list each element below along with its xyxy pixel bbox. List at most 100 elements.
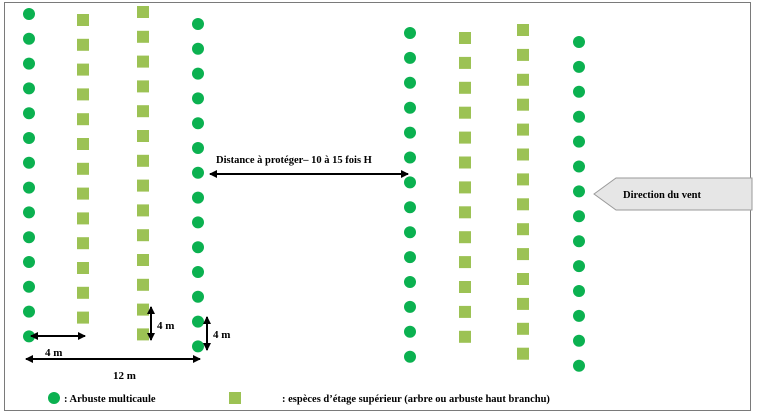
shrub-circle <box>404 226 416 239</box>
shrub-circle <box>192 142 204 154</box>
tree-square <box>517 347 529 360</box>
shrub-circle <box>573 260 585 273</box>
spacing-4m-horizontal-label: 4 m <box>45 347 62 359</box>
tree-square <box>77 63 89 76</box>
tree-square <box>137 229 149 242</box>
tree-square <box>517 123 529 136</box>
legend-square-label: : espèces d’étage supérieur (arbre ou ar… <box>282 394 550 405</box>
shrub-circle <box>23 280 35 293</box>
spacing-4m-vertical-right-label: 4 m <box>213 329 230 341</box>
shrub-circle <box>573 210 585 223</box>
legend-circle-label: : Arbuste multicaule <box>64 394 156 405</box>
shrub-circle <box>192 266 204 278</box>
shrub-circle <box>404 27 416 39</box>
tree-square <box>137 130 149 142</box>
tree-square <box>77 88 89 101</box>
shrub-circle <box>192 290 204 303</box>
tree-square <box>517 223 529 236</box>
shrub-circle <box>23 305 35 318</box>
spacing-12m-label: 12 m <box>113 370 136 382</box>
shrub-circle <box>404 126 416 139</box>
tree-square <box>137 30 149 43</box>
shrub-circle <box>404 350 416 363</box>
tree-square <box>459 156 471 169</box>
tree-square <box>517 48 529 61</box>
tree-square <box>137 328 149 341</box>
tree-square <box>517 198 529 211</box>
tree-square <box>459 131 471 144</box>
shrub-circle <box>192 315 204 328</box>
tree-square <box>77 262 89 274</box>
tree-square <box>77 187 89 200</box>
tree-square <box>77 113 89 126</box>
shrub-circle <box>404 51 416 64</box>
tree-square <box>137 6 149 18</box>
shrub-circle <box>573 135 585 148</box>
shrub-circle <box>192 117 204 130</box>
tree-square <box>77 212 89 225</box>
shrub-circle <box>192 18 204 30</box>
tree-square <box>137 278 149 291</box>
shrub-circle <box>573 60 585 73</box>
spacing-4m-vertical-left-label: 4 m <box>157 320 174 332</box>
shrub-circle <box>573 185 585 198</box>
tree-square <box>517 98 529 111</box>
shrub-circle <box>573 36 585 48</box>
shrub-circle <box>23 32 35 45</box>
shrub-circle <box>573 110 585 123</box>
shrub-circle <box>23 156 35 169</box>
tree-square <box>77 311 89 324</box>
tree-square <box>137 80 149 93</box>
tree-square <box>137 105 149 118</box>
tree-square <box>459 231 471 244</box>
shrub-circle <box>23 132 35 144</box>
tree-square <box>459 281 471 293</box>
shrub-circle <box>404 276 416 288</box>
shrub-circle <box>404 201 416 214</box>
tree-square <box>77 162 89 175</box>
tree-square <box>517 24 529 36</box>
tree-square <box>517 248 529 261</box>
shrub-circle <box>23 256 35 268</box>
legend-square-symbol <box>229 392 241 404</box>
tree-square <box>77 14 89 26</box>
shrub-circle <box>573 285 585 297</box>
tree-square <box>459 181 471 194</box>
tree-square <box>517 322 529 335</box>
tree-square <box>77 38 89 51</box>
shrub-circle <box>23 82 35 95</box>
shrub-circle <box>404 176 416 189</box>
tree-square <box>137 254 149 266</box>
shrub-circle <box>404 251 416 264</box>
tree-square <box>517 148 529 161</box>
shrub-circle <box>192 191 204 204</box>
tree-square <box>517 273 529 285</box>
shrub-circle <box>573 334 585 347</box>
tree-square <box>459 330 471 343</box>
tree-square <box>137 303 149 316</box>
shrub-circle <box>573 235 585 248</box>
shrub-circle <box>192 166 204 179</box>
tree-square <box>459 81 471 94</box>
tree-square <box>517 73 529 86</box>
tree-square <box>517 297 529 310</box>
tree-square <box>517 173 529 186</box>
shrub-circle <box>404 325 416 338</box>
tree-square <box>459 32 471 44</box>
shrub-circle <box>192 340 204 353</box>
wind-direction-label: Direction du vent <box>623 190 701 201</box>
shrub-circle <box>404 101 416 114</box>
tree-square <box>77 138 89 150</box>
shrub-circle <box>404 300 416 313</box>
shrub-circle <box>404 151 416 164</box>
shrub-circle <box>23 57 35 70</box>
shrub-circle <box>192 92 204 105</box>
tree-square <box>137 204 149 217</box>
wind-direction-arrow <box>593 177 753 211</box>
shrub-circle <box>573 309 585 322</box>
tree-square <box>77 237 89 250</box>
shrub-circle <box>404 76 416 89</box>
shrub-circle <box>23 206 35 219</box>
shrub-circle <box>23 8 35 20</box>
